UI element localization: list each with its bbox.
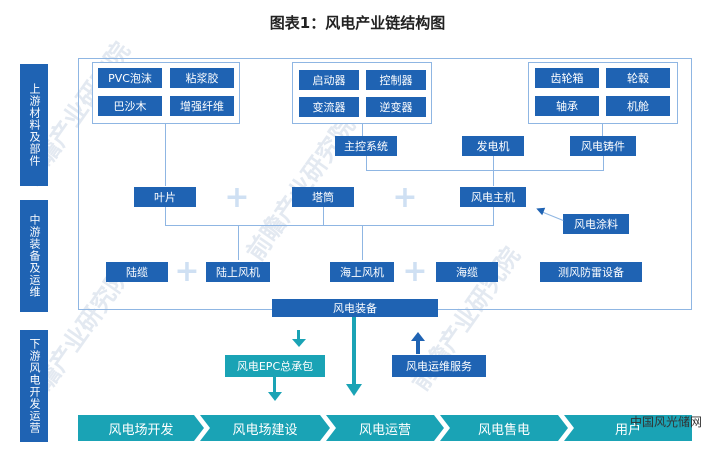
connector-line xyxy=(366,156,367,170)
connector-line xyxy=(323,207,324,225)
controller-box: 控制器 xyxy=(366,70,426,90)
pvc-foam-box: PVC泡沫 xyxy=(98,68,162,88)
chain-step-development: 风电场开发 xyxy=(78,415,204,441)
connector-line xyxy=(602,124,603,136)
main-control-box: 主控系统 xyxy=(335,136,397,156)
casting-box: 风电铸件 xyxy=(570,136,636,156)
fiber-box: 增强纤维 xyxy=(170,96,234,116)
starter-box: 启动器 xyxy=(299,70,359,90)
inverter-box: 逆变器 xyxy=(366,97,426,117)
connector-line xyxy=(165,124,166,186)
chain-step-power-sale: 风电售电 xyxy=(440,415,568,441)
blade-box: 叶片 xyxy=(134,187,196,207)
arrow-down-icon xyxy=(292,339,306,347)
converter-box: 变流器 xyxy=(299,97,359,117)
onshore-turbine-box: 陆上风机 xyxy=(206,262,270,282)
wind-equipment-box: 风电装备 xyxy=(272,299,438,317)
tower-box: 塔筒 xyxy=(292,187,354,207)
bearing-box: 轴承 xyxy=(535,96,599,116)
plus-icon: + xyxy=(174,254,200,289)
arrow-down-icon xyxy=(273,377,276,393)
arrow-down-icon xyxy=(346,384,362,396)
arrow-down-icon xyxy=(268,392,282,401)
gearbox-box: 齿轮箱 xyxy=(535,68,599,88)
chain-step-construction: 风电场建设 xyxy=(200,415,330,441)
connector-line xyxy=(366,170,604,171)
offshore-turbine-box: 海上风机 xyxy=(330,262,394,282)
land-cable-box: 陆缆 xyxy=(106,262,168,282)
connector-line xyxy=(493,156,494,186)
generator-box: 发电机 xyxy=(462,136,524,156)
page-title: 图表1：风电产业链结构图 xyxy=(269,14,446,32)
connector-line xyxy=(238,225,239,260)
nacelle-box: 机舱 xyxy=(606,96,670,116)
arrow-down-icon xyxy=(297,330,300,340)
connector-line xyxy=(362,124,363,136)
main-unit-box: 风电主机 xyxy=(460,187,526,207)
om-service-box: 风电运维服务 xyxy=(392,355,486,377)
epc-contract-box: 风电EPC总承包 xyxy=(225,355,325,377)
plus-icon: + xyxy=(402,254,428,289)
connector-line xyxy=(362,225,363,260)
adhesive-box: 粘浆胶 xyxy=(170,68,234,88)
balsa-box: 巴沙木 xyxy=(98,96,162,116)
lightning-protection-box: 测风防雷设备 xyxy=(540,262,642,282)
chain-step-user: 用户 xyxy=(564,415,692,441)
plus-icon: + xyxy=(224,180,250,215)
connector-line xyxy=(603,156,604,170)
side-label-upstream: 上游材料及部件 xyxy=(20,64,48,186)
arrow-down-icon xyxy=(352,317,356,385)
connector-line xyxy=(493,207,494,225)
connector-line xyxy=(165,225,494,226)
chain-step-operation: 风电运营 xyxy=(326,415,444,441)
source-watermark: 中国风光储网 xyxy=(630,415,703,429)
connector-line xyxy=(165,207,166,225)
arrow-up-icon xyxy=(416,340,420,354)
arrow-up-icon xyxy=(411,332,425,341)
plus-icon: + xyxy=(392,180,418,215)
side-label-downstream: 下游风电开发运营 xyxy=(20,330,48,442)
coating-box: 风电涂料 xyxy=(563,214,629,234)
hub-box: 轮毂 xyxy=(606,68,670,88)
side-label-midstream: 中游装备及运维 xyxy=(20,200,48,312)
sea-cable-box: 海缆 xyxy=(436,262,498,282)
